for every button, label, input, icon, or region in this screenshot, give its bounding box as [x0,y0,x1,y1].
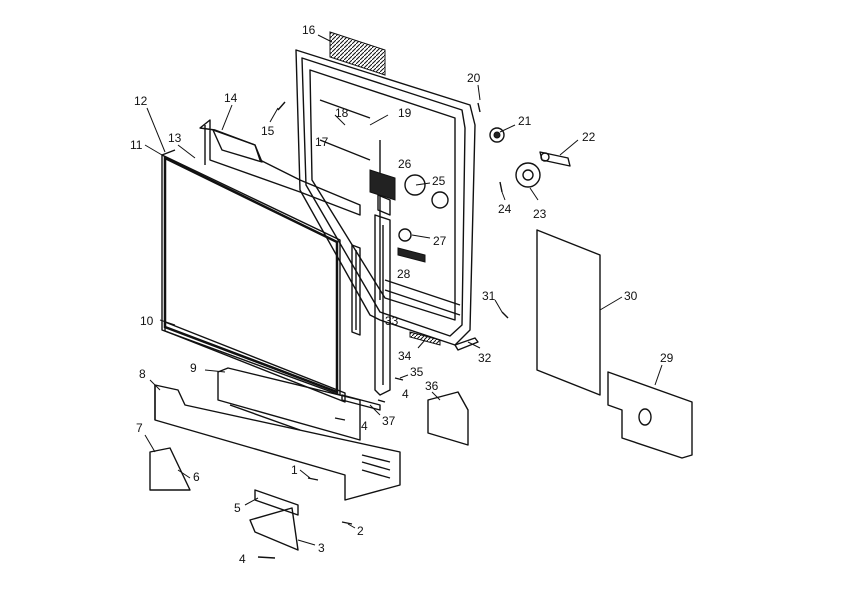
control-panel-8 [154,384,401,501]
callout-10: 10 [140,314,154,328]
callout-33: 33 [385,314,399,328]
callout-9: 9 [190,361,197,375]
insulation-panel-30 [536,229,601,396]
callout-1: 1 [291,463,298,477]
callout-37: 37 [382,414,396,428]
callout-27: 27 [433,234,447,248]
callout-14: 14 [224,91,238,105]
screw-24 [499,181,503,193]
callout-23: 23 [533,207,547,221]
callout-5: 5 [234,501,241,515]
inner-door-liner [295,49,476,346]
side-rail-left [351,244,361,336]
callout-2: 2 [357,524,364,538]
callout-7: 7 [136,421,143,435]
callout-4: 4 [239,552,246,566]
callout-12: 12 [134,94,148,108]
callout-32: 32 [478,351,492,365]
top-bracket [199,119,361,216]
callout-36: 36 [425,379,439,393]
bracket-3 [249,507,299,551]
rinse-aid-dispenser [397,228,426,263]
panel-9 [217,367,361,441]
insulation-7 [149,447,191,491]
trim-strip-bottom [164,321,346,403]
callout-19: 19 [398,106,412,120]
callout-17: 17 [315,135,329,149]
screw-15 [277,101,286,111]
bracket-5 [254,489,299,516]
callout-11: 11 [130,138,143,152]
dispenser [404,174,449,209]
callout-16: 16 [302,23,316,37]
callout-21: 21 [518,114,532,128]
latch-assembly [369,169,396,216]
callout-28: 28 [397,267,411,281]
callout-34: 34 [398,349,412,363]
callout-13: 13 [168,131,182,145]
gear-knob-23 [515,162,541,188]
callout-20: 20 [467,71,481,85]
strip-37 [341,394,381,411]
callout-15: 15 [261,124,275,138]
grommet-21 [489,127,505,143]
screw-35 [394,377,404,381]
side-rail-right [374,214,391,396]
screw-4-bottom [257,556,276,559]
screw-1 [307,477,319,481]
screw-4-lower [334,417,346,421]
screw-20 [477,102,481,113]
callout-26: 26 [398,157,412,171]
callout-30: 30 [624,289,638,303]
callout-3: 3 [318,541,325,555]
knob-shaft-22 [539,151,571,167]
screw-4-mid [377,399,386,403]
callout-18: 18 [335,106,349,120]
callout-22: 22 [582,130,596,144]
callout-6: 6 [193,470,200,484]
outer-door-panel [161,149,341,396]
screw-2 [341,521,353,525]
callout-25: 25 [432,174,446,188]
callout-8: 8 [139,367,146,381]
callout-4: 4 [402,387,409,401]
vent-grille [329,31,386,76]
callout-24: 24 [498,202,512,216]
callout-35: 35 [410,365,424,379]
bracket-36 [427,391,469,446]
callout-29: 29 [660,351,674,365]
leader-lines [144,34,663,546]
small-rail [409,331,441,346]
screw-31 [501,311,509,319]
insulation-panel-29 [607,371,693,459]
bottom-strip [454,337,479,351]
callout-4: 4 [361,419,368,433]
callout-labels: 1 2 3 4 4 4 5 6 7 8 9 10 11 12 13 14 15 … [130,23,674,566]
callout-31: 31 [482,289,496,303]
